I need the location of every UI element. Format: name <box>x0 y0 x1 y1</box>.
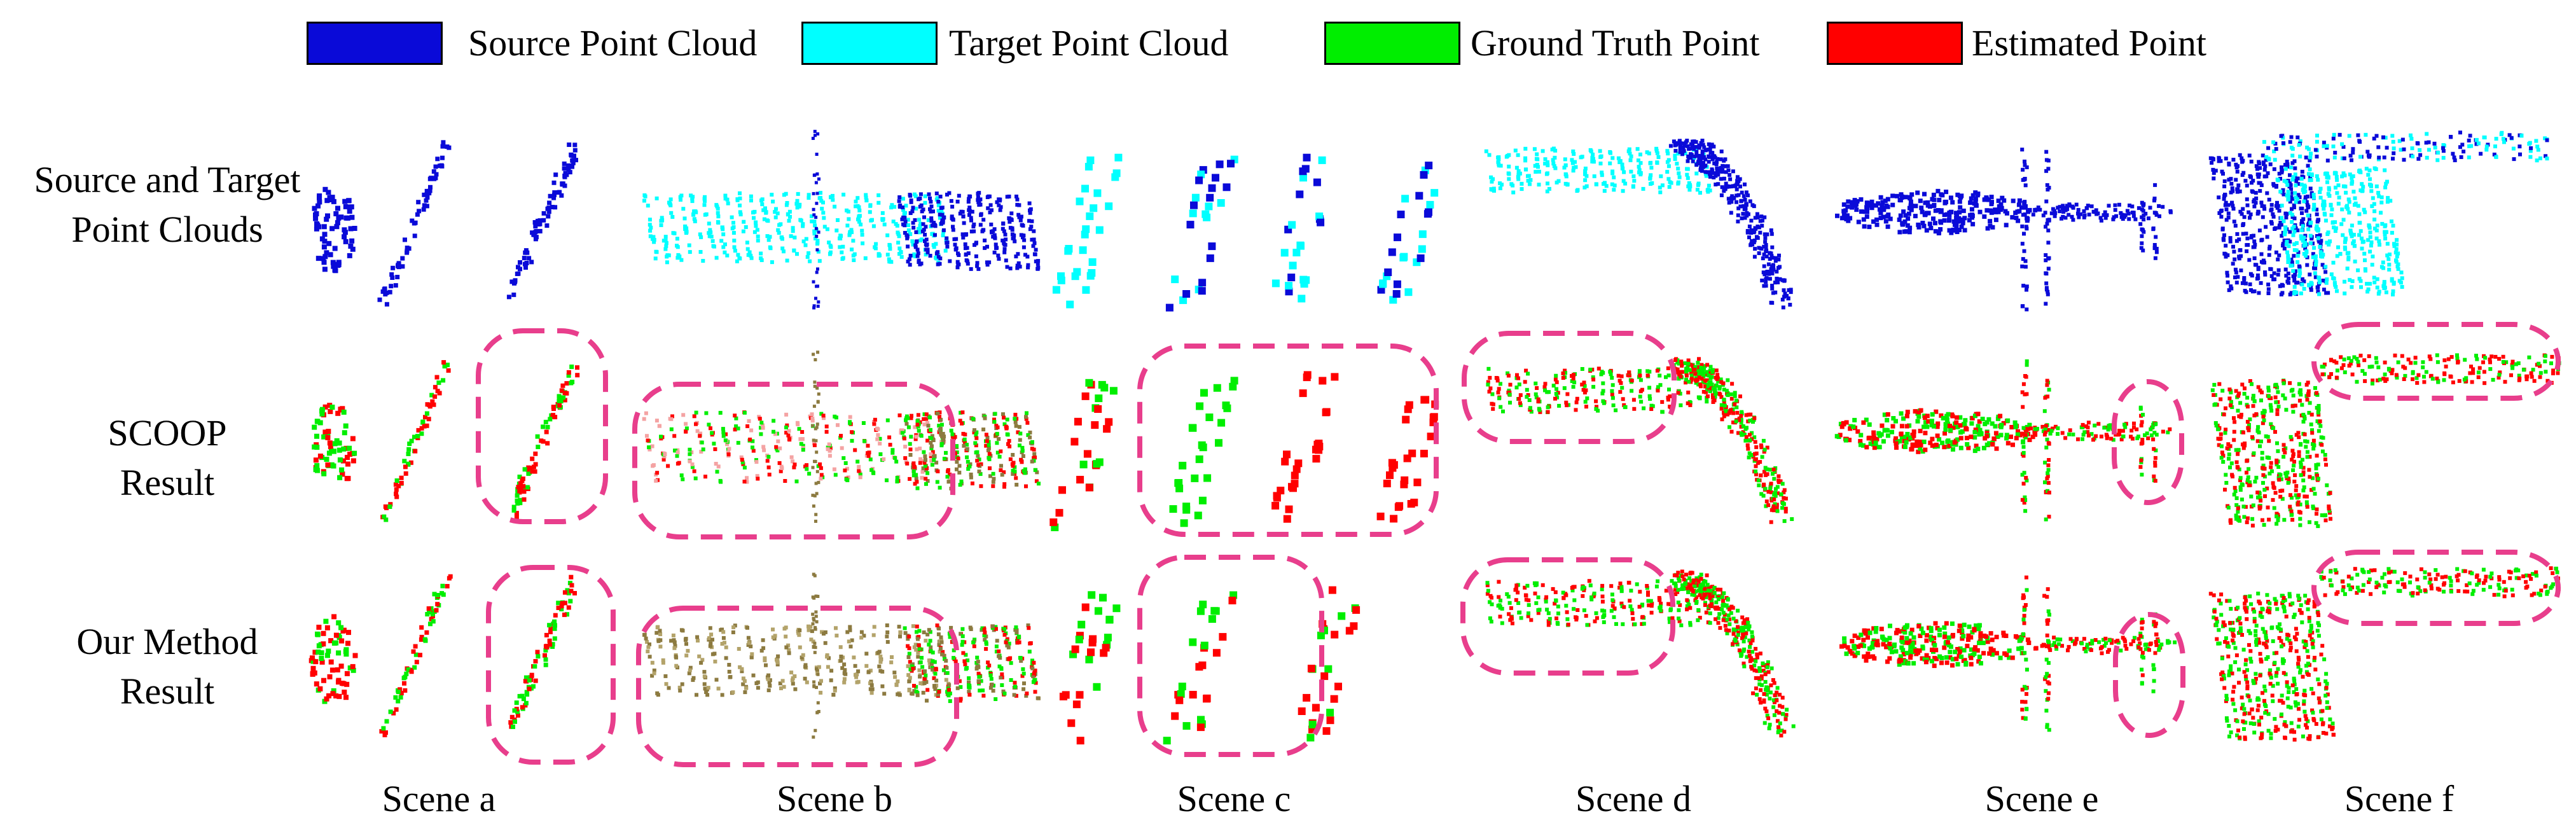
scene-b-row1 <box>642 130 1041 310</box>
legend-swatch-ground-truth <box>1324 22 1460 65</box>
row-label-scoop-line1: SCOOP <box>107 412 227 454</box>
row-label-input-line1: Source and Target <box>34 159 301 200</box>
scene-label-d: Scene d <box>1575 778 1691 819</box>
scene-label-c: Scene c <box>1177 778 1291 819</box>
legend-swatch-estimated <box>1827 22 1963 65</box>
legend-label-estimated: Estimated Point <box>1972 22 2206 64</box>
scene-d-row2 <box>1486 357 1794 524</box>
row-label-input: Source and Target Point Clouds <box>5 155 329 254</box>
scene-e-row3 <box>1839 575 2177 732</box>
scene-a-row3 <box>308 574 577 737</box>
row-label-input-line2: Point Clouds <box>71 209 263 250</box>
scene-e-row1 <box>1835 148 2173 312</box>
highlight-box-ours-d <box>1460 557 1675 676</box>
scene-a-row1 <box>312 140 578 307</box>
scene-a-row2 <box>312 360 580 522</box>
scene-e-row2 <box>1834 359 2172 522</box>
highlight-box-scoop-b <box>632 382 955 539</box>
highlight-box-scoop-f <box>2311 322 2561 401</box>
highlight-box-scoop-e <box>2112 379 2184 505</box>
scene-f-row3 <box>2208 566 2561 742</box>
scene-b-row3 <box>642 573 1041 739</box>
scene-label-b: Scene b <box>777 778 892 819</box>
scene-f-row1 <box>2208 130 2549 296</box>
scene-label-f: Scene f <box>2344 778 2455 819</box>
legend-swatch-source <box>307 22 443 65</box>
scene-label-e: Scene e <box>1984 778 2099 819</box>
scene-label-a: Scene a <box>382 778 496 819</box>
highlight-box-ours-c <box>1137 555 1324 757</box>
row-label-scoop: SCOOP Result <box>5 408 329 508</box>
highlight-box-ours-f <box>2311 550 2561 626</box>
scene-d-row3 <box>1485 569 1796 738</box>
row-label-ours: Our Method Result <box>5 617 329 716</box>
highlight-box-scoop-a <box>476 328 608 524</box>
highlight-box-ours-e <box>2113 612 2185 738</box>
scene-c-row1 <box>1052 153 1439 312</box>
scene-c-row2 <box>1049 371 1439 531</box>
scene-f-row2 <box>2210 353 2561 529</box>
highlight-box-ours-a <box>486 565 616 765</box>
scene-b-row2 <box>642 351 1041 523</box>
highlight-box-scoop-c <box>1137 344 1439 537</box>
legend-label-ground-truth: Ground Truth Point <box>1471 22 1760 64</box>
legend-label-source: Source Point Cloud <box>468 22 758 64</box>
row-label-scoop-line2: Result <box>120 462 215 503</box>
highlight-box-ours-b <box>636 606 959 767</box>
row-label-ours-line1: Our Method <box>76 621 258 662</box>
highlight-box-scoop-d <box>1462 331 1677 444</box>
legend-label-target: Target Point Cloud <box>949 22 1229 64</box>
legend-swatch-target <box>801 22 938 65</box>
row-label-ours-line2: Result <box>120 671 215 712</box>
scene-c-row3 <box>1059 586 1361 745</box>
scene-d-row1 <box>1484 139 1793 310</box>
